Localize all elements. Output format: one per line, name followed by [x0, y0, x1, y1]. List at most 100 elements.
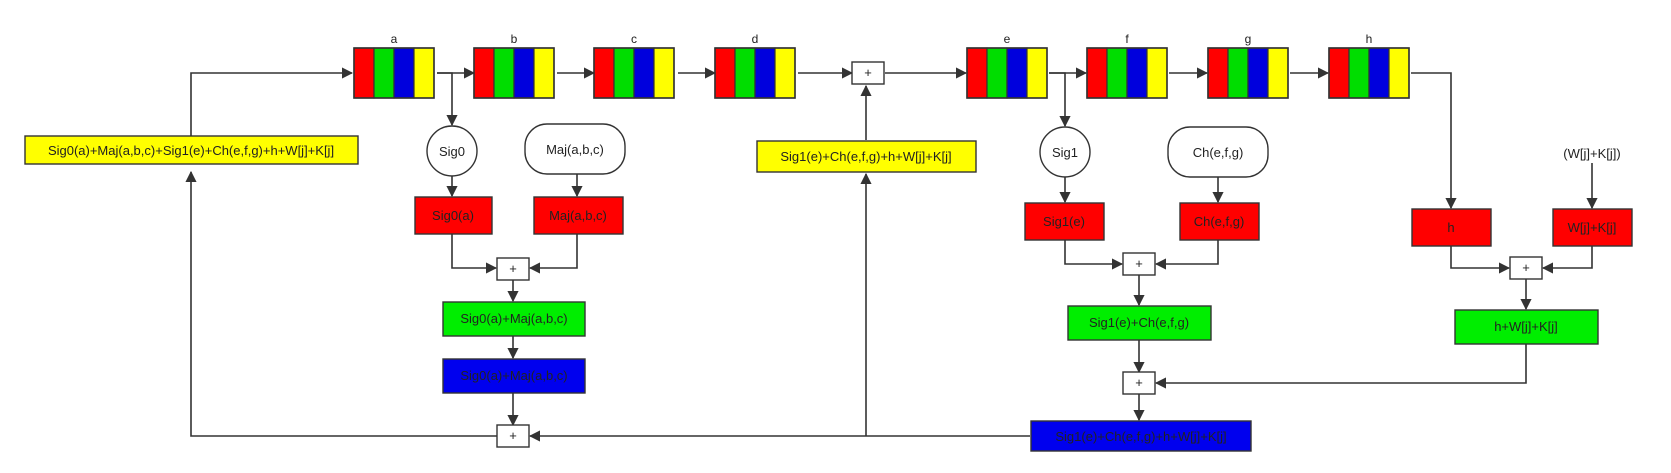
adder-t1: + — [1122, 371, 1156, 395]
register-b: b — [473, 32, 555, 99]
register-e-stripe — [1026, 47, 1048, 99]
register-d: d — [714, 32, 796, 99]
t1-total-box: Sig0(a)+Maj(a,b,c)+Sig1(e)+Ch(e,f,g)+h+W… — [24, 135, 359, 165]
register-g: g — [1207, 32, 1289, 99]
ch-node: Ch(e,f,g) — [1167, 126, 1269, 178]
svg-text:Sig1(e): Sig1(e) — [1043, 214, 1085, 229]
svg-text:Sig0(a): Sig0(a) — [432, 208, 474, 223]
register-e-stripe — [986, 47, 1008, 99]
svg-text:Sig0: Sig0 — [439, 144, 465, 159]
register-h-stripe — [1368, 47, 1390, 99]
svg-text:h+W[j]+K[j]: h+W[j]+K[j] — [1494, 319, 1558, 334]
svg-text:Sig1(e)+Ch(e,f,g): Sig1(e)+Ch(e,f,g) — [1089, 315, 1189, 330]
register-h-stripe — [1328, 47, 1350, 99]
arrow-sig0a-to-adder1 — [451, 234, 498, 274]
svg-text:Sig1: Sig1 — [1052, 145, 1078, 160]
register-g-outline — [1207, 47, 1289, 99]
svg-text:Ch(e,f,g): Ch(e,f,g) — [1194, 214, 1245, 229]
register-f-stripe — [1146, 47, 1168, 99]
adder-d-e: + — [851, 61, 885, 85]
sum-sig0-maj-blue-box: Sig0(a)+Maj(a,b,c) — [442, 358, 586, 394]
register-g-stripe — [1227, 47, 1249, 99]
arrow-bottom-adder-to-total — [185, 170, 497, 437]
arrow-sig1e-to-adder2 — [1064, 240, 1124, 270]
arrow-hbox-to-adder4 — [1450, 246, 1511, 274]
sum-sig0-maj-green-box: Sig0(a)+Maj(a,b,c) — [442, 301, 586, 337]
register-c-label: c — [631, 32, 637, 46]
register-f: f — [1086, 32, 1168, 99]
svg-text:Maj(a,b,c): Maj(a,b,c) — [549, 208, 607, 223]
register-row: a b c d e f g h — [353, 32, 1410, 99]
adder-symbol: + — [509, 428, 517, 443]
register-h: h — [1328, 32, 1410, 99]
register-h-label: h — [1366, 32, 1373, 46]
sig0a-box: Sig0(a) — [414, 196, 493, 235]
t1-yellow-box: Sig1(e)+Ch(e,f,g)+h+W[j]+K[j] — [756, 140, 977, 173]
register-b-stripe — [533, 47, 555, 99]
register-g-stripe — [1267, 47, 1289, 99]
register-f-stripe — [1106, 47, 1128, 99]
svg-text:Sig1(e)+Ch(e,f,g)+h+W[j]+K[j]: Sig1(e)+Ch(e,f,g)+h+W[j]+K[j] — [1055, 429, 1226, 444]
register-b-outline — [473, 47, 555, 99]
arrow-chbox-to-adder2 — [1154, 240, 1219, 270]
arrow-majbox-to-adder1 — [528, 234, 578, 274]
adder-bottom: + — [496, 424, 530, 448]
svg-text:h: h — [1447, 220, 1454, 235]
arrow-a-to-sig0 — [437, 72, 458, 127]
register-c-stripe — [653, 47, 675, 99]
register-g-stripe — [1247, 47, 1269, 99]
maj-node: Maj(a,b,c) — [524, 123, 626, 175]
register-c-stripe — [633, 47, 655, 99]
arrow-e-to-sig1 — [1049, 72, 1071, 128]
adder-symbol: + — [509, 261, 517, 276]
register-b-label: b — [511, 32, 518, 46]
arrow-hreg-to-hbox — [1411, 72, 1457, 210]
adder-symbol: + — [1135, 256, 1143, 271]
majabc-box: Maj(a,b,c) — [533, 196, 624, 235]
register-a-stripe — [393, 47, 415, 99]
register-d-stripe — [774, 47, 796, 99]
svg-text:Maj(a,b,c): Maj(a,b,c) — [546, 142, 604, 157]
register-a-label: a — [391, 32, 398, 46]
register-g-stripe — [1207, 47, 1229, 99]
register-d-stripe — [714, 47, 736, 99]
adder-sig0-maj: + — [496, 257, 530, 281]
t1-blue-box: Sig1(e)+Ch(e,f,g)+h+W[j]+K[j] — [1030, 420, 1252, 452]
register-h-outline — [1328, 47, 1410, 99]
register-f-label: f — [1125, 32, 1129, 46]
arrow-wkbox-to-adder4 — [1541, 246, 1593, 274]
register-h-stripe — [1388, 47, 1410, 99]
register-a-outline — [353, 47, 435, 99]
register-c: c — [593, 32, 675, 99]
arrow-hwk-to-adder3 — [1154, 344, 1527, 389]
register-e-stripe — [1006, 47, 1028, 99]
register-b-stripe — [473, 47, 495, 99]
adder-symbol: + — [1135, 375, 1143, 390]
adders: + + + + + + — [496, 61, 1543, 448]
sig0-node: Sig0 — [426, 125, 478, 177]
svg-text:Sig0(a)+Maj(a,b,c): Sig0(a)+Maj(a,b,c) — [460, 368, 567, 383]
register-d-outline — [714, 47, 796, 99]
value-boxes: Sig0(a)+Maj(a,b,c)+Sig1(e)+Ch(e,f,g)+h+W… — [24, 135, 1633, 452]
wk-input-label: (W[j]+K[j]) — [1563, 146, 1620, 161]
wk-box: W[j]+K[j] — [1552, 208, 1633, 247]
register-e: e — [966, 32, 1048, 99]
register-g-label: g — [1245, 32, 1252, 46]
svg-text:Ch(e,f,g): Ch(e,f,g) — [1193, 145, 1244, 160]
register-d-label: d — [752, 32, 759, 46]
register-b-stripe — [493, 47, 515, 99]
svg-text:W[j]+K[j]: W[j]+K[j] — [1568, 220, 1617, 235]
connectors — [185, 67, 1598, 442]
arrow-total-to-a — [190, 67, 354, 136]
sum-sig1-ch-box: Sig1(e)+Ch(e,f,g) — [1067, 305, 1212, 341]
register-a-stripe — [353, 47, 375, 99]
sig1e-box: Sig1(e) — [1024, 202, 1105, 241]
adder-symbol: + — [1522, 260, 1530, 275]
register-f-stripe — [1086, 47, 1108, 99]
register-f-outline — [1086, 47, 1168, 99]
adder-sig1-ch: + — [1122, 252, 1156, 276]
adder-symbol: + — [864, 65, 872, 80]
register-a-stripe — [413, 47, 435, 99]
svg-text:Sig0(a)+Maj(a,b,c): Sig0(a)+Maj(a,b,c) — [460, 311, 567, 326]
register-c-stripe — [613, 47, 635, 99]
